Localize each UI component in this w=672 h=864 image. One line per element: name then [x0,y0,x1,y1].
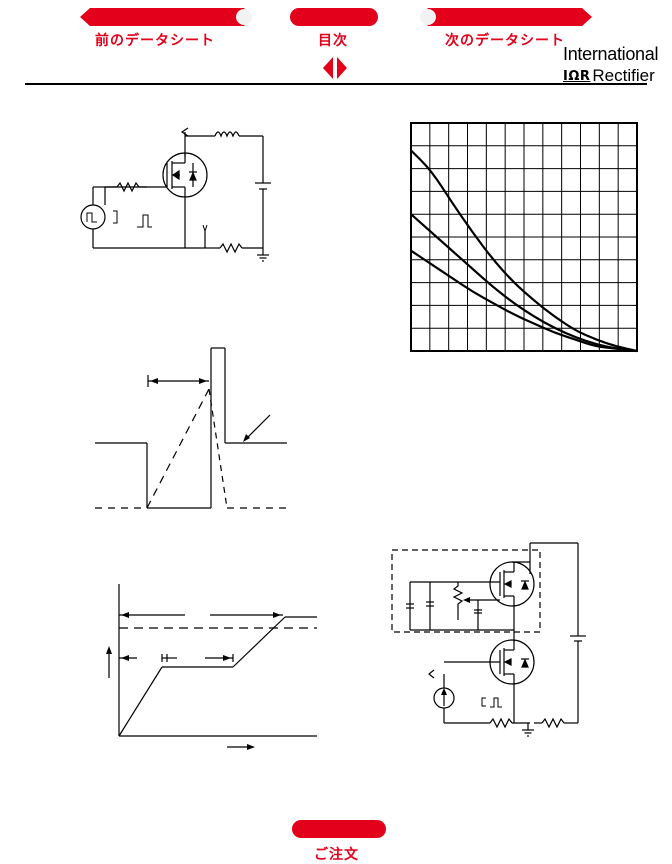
prev-datasheet-button[interactable] [80,8,252,26]
page-arrows-icon[interactable] [322,56,348,80]
switching-test-circuit [80,127,271,262]
brand-international: International [563,44,659,64]
chart-series-line-1 [410,149,638,353]
header-rule [25,83,647,85]
toc-label[interactable]: 目次 [318,33,348,49]
brand-rectifier: Rectifier [592,66,655,85]
curve-chart [410,122,638,353]
next-datasheet-label[interactable]: 次のデータシート [445,33,565,49]
prev-datasheet-label[interactable]: 前のデータシート [95,33,215,49]
chart-series-line-2 [410,213,638,353]
toc-button[interactable] [290,8,378,26]
gate-charge-test-circuit [391,542,586,737]
chart-series-line-3 [410,249,638,353]
order-button[interactable] [292,820,386,838]
switching-waveform [95,347,287,509]
brand-logo-row: IΩR Rectifier [563,66,655,86]
ir-logo: IΩR [563,68,591,84]
next-datasheet-button[interactable] [420,8,592,26]
order-label[interactable]: ご注文 [314,847,359,863]
gate-charge-waveform [106,584,317,750]
